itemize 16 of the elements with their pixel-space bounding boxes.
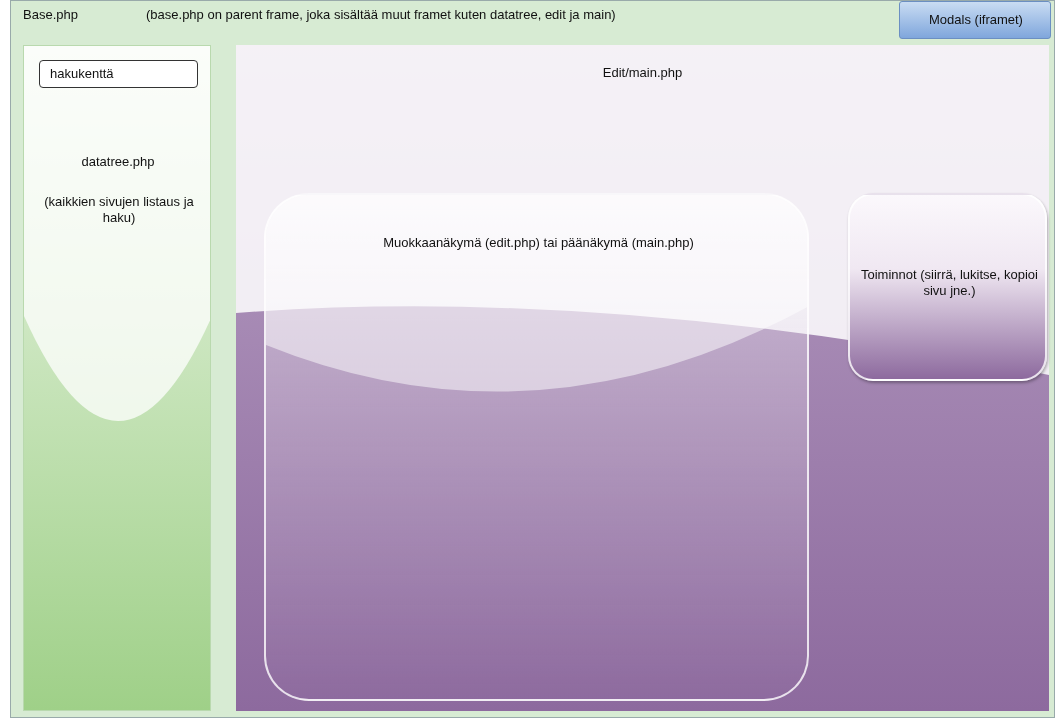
panel-title: Muokkaanäkymä (edit.php) tai päänäkymä (main.php): [382, 235, 695, 251]
panel-title: Base.php: [23, 7, 79, 23]
panel-description: (base.php on parent frame, joka sisältää muut framet kuten datatree, edit ja main): [146, 7, 617, 23]
main-panel: [236, 45, 1049, 711]
panel-title: datatree.php: [80, 154, 156, 170]
modal-tab: [899, 1, 1051, 39]
actions-panel: [848, 193, 1047, 381]
page-frame: [10, 0, 1055, 718]
view-panel: [264, 193, 809, 701]
panel-title: Edit/main.php: [601, 65, 684, 81]
panel-title: Modals (iframet): [928, 12, 1024, 28]
panel-title: hakukenttä: [50, 66, 115, 82]
panel-description: (kaikkien sivujen listaus ja haku): [44, 194, 194, 226]
search-field: [39, 60, 198, 88]
panel-title: Toiminnot (siirrä, lukitse, kopioi sivu jne.): [860, 267, 1039, 299]
side-panel: [23, 45, 211, 711]
